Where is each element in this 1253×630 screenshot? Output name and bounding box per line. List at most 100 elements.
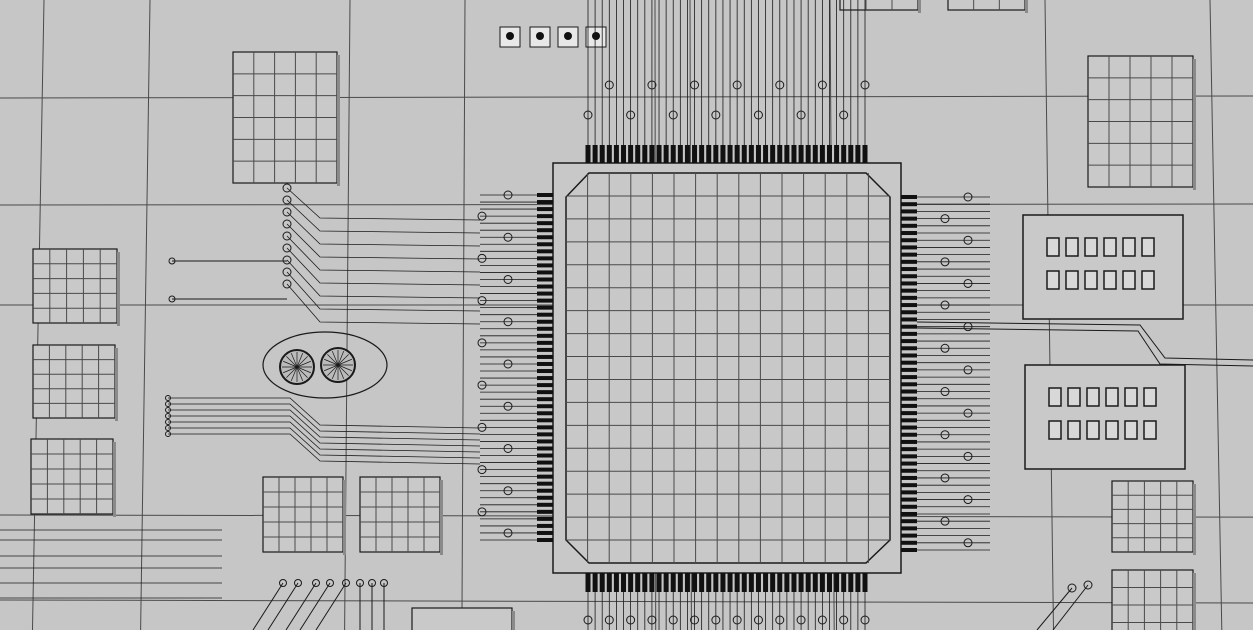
via: [503, 232, 513, 242]
pin-right: [901, 202, 917, 207]
pin-top: [834, 145, 840, 163]
pin-right: [901, 483, 917, 488]
via: [477, 380, 487, 390]
trace: [1052, 584, 1089, 630]
block-side: [1193, 59, 1196, 190]
pin-left: [537, 376, 553, 381]
pin-right: [901, 295, 917, 300]
component-dot: [506, 32, 514, 40]
pin-left: [537, 312, 553, 317]
via: [503, 401, 513, 411]
via: [583, 110, 593, 120]
trace: [1036, 587, 1073, 630]
connector-pad: [1122, 270, 1136, 290]
via: [282, 183, 292, 193]
via: [775, 615, 785, 625]
block-outline: [839, 0, 919, 11]
crystal-component: [262, 331, 388, 399]
grid-block: [411, 607, 515, 630]
pin-top: [642, 145, 648, 163]
pin-top: [720, 145, 726, 163]
block-outline: [32, 248, 118, 324]
pin-bottom: [692, 573, 698, 592]
via: [796, 110, 806, 120]
pin-top: [755, 145, 761, 163]
pin-left: [537, 502, 553, 507]
via: [732, 615, 742, 625]
grid-block: [32, 248, 120, 326]
trace: [168, 415, 481, 447]
pin-top: [812, 145, 818, 163]
via: [647, 615, 657, 625]
trace: [286, 247, 481, 286]
via: [732, 80, 742, 90]
pin-right: [901, 223, 917, 228]
pin-left: [537, 284, 553, 289]
pin-bottom: [834, 573, 840, 592]
via: [963, 192, 973, 202]
pin-bottom: [713, 573, 719, 592]
pin-right: [901, 216, 917, 221]
left-traces: [165, 183, 481, 465]
connector-pad: [1048, 420, 1062, 440]
via: [775, 80, 785, 90]
via: [690, 80, 700, 90]
pin-right: [901, 367, 917, 372]
via: [583, 615, 593, 625]
pin-top: [621, 145, 627, 163]
via: [940, 516, 950, 526]
trace: [168, 403, 481, 435]
pin-right: [901, 259, 917, 264]
pin-right: [901, 245, 917, 250]
pin-right: [901, 432, 917, 437]
block-outline: [1111, 569, 1194, 630]
via: [626, 110, 636, 120]
pin-right: [901, 375, 917, 380]
pin-bottom: [684, 573, 690, 592]
block-side: [918, 0, 921, 13]
grid-block: [1111, 569, 1196, 630]
pin-right: [901, 252, 917, 257]
pin-left: [537, 439, 553, 444]
pin-top: [848, 145, 854, 163]
grid-block: [232, 51, 340, 186]
trace: [285, 582, 317, 630]
pin-bottom: [663, 573, 669, 592]
pin-left: [537, 523, 553, 528]
pin-right: [901, 461, 917, 466]
pin-top: [592, 145, 598, 163]
small-component: [585, 26, 607, 48]
pin-bottom: [727, 573, 733, 592]
via: [753, 110, 763, 120]
pin-top: [649, 145, 655, 163]
pin-top: [670, 145, 676, 163]
pin-left: [537, 207, 553, 212]
via: [477, 507, 487, 517]
connector-block: [1024, 364, 1186, 470]
pin-right: [901, 339, 917, 344]
via: [477, 465, 487, 475]
pin-top: [699, 145, 705, 163]
small-component: [529, 26, 551, 48]
via: [668, 110, 678, 120]
via: [477, 211, 487, 221]
pin-left: [537, 305, 553, 310]
via: [753, 615, 763, 625]
via: [604, 80, 614, 90]
pin-top: [606, 145, 612, 163]
pin-left: [537, 397, 553, 402]
via: [342, 579, 350, 587]
trace: [916, 327, 1253, 367]
pin-bottom: [677, 573, 683, 592]
grid-block: [262, 476, 346, 555]
block-outline: [30, 438, 114, 515]
pin-right: [901, 526, 917, 531]
pin-left: [537, 495, 553, 500]
via: [282, 267, 292, 277]
pin-right: [901, 490, 917, 495]
pin-left: [537, 326, 553, 331]
via: [503, 274, 513, 284]
via: [668, 615, 678, 625]
main-chip: [552, 162, 902, 574]
pin-right: [901, 403, 917, 408]
